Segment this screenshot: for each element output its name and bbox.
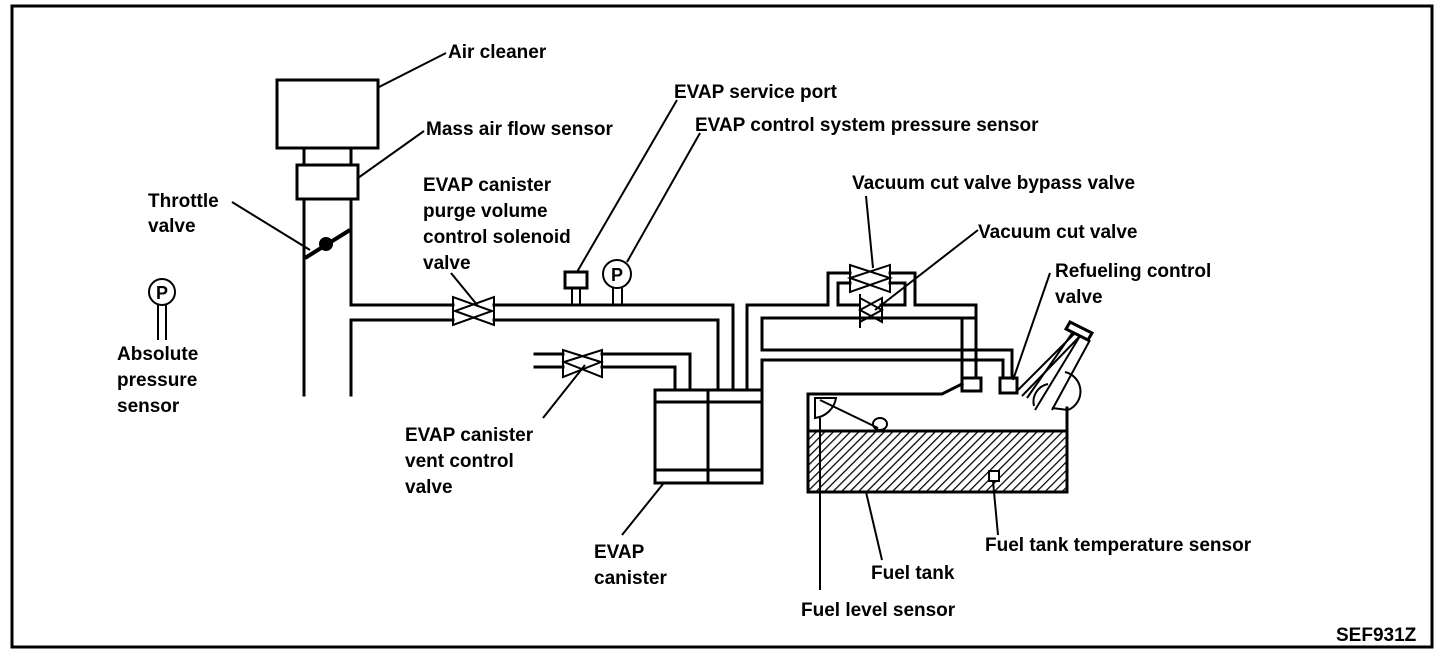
- label-absolute-pressure-3: sensor: [117, 396, 180, 417]
- throttle-valve-icon: [303, 228, 352, 260]
- label-throttle-valve-2: valve: [148, 216, 196, 237]
- filler-neck-icon: [1017, 320, 1095, 412]
- label-throttle-valve-1: Throttle: [148, 191, 219, 212]
- vacuum-valve-port: [960, 376, 983, 393]
- label-evap-canister-2: canister: [594, 568, 667, 589]
- pressure-symbol: P: [156, 283, 168, 303]
- fuel-level-sensor-icon: [814, 397, 888, 590]
- label-refueling-control-1: Refueling control: [1055, 261, 1211, 282]
- absolute-pressure-sensor-icon: P: [148, 278, 176, 340]
- air-cleaner-box: [275, 78, 380, 150]
- label-evap-pressure-sensor: EVAP control system pressure sensor: [695, 115, 1039, 136]
- evap-pressure-sensor-icon: P: [602, 259, 632, 305]
- label-fuel-tank-temp-sensor: Fuel tank temperature sensor: [985, 535, 1252, 556]
- vacuum-cut-bypass-valve-icon: [846, 263, 894, 294]
- fuel-tank-temperature-sensor-icon: [988, 470, 1000, 482]
- vacuum-cut-valve-icon: [857, 294, 885, 328]
- label-fuel-level-sensor: Fuel level sensor: [801, 600, 956, 621]
- label-mass-air-flow-sensor: Mass air flow sensor: [426, 119, 614, 140]
- label-purge-valve-4: valve: [423, 253, 471, 274]
- label-purge-valve-3: control solenoid: [423, 227, 571, 248]
- mass-air-flow-sensor-box: [295, 163, 360, 201]
- label-purge-valve-1: EVAP canister: [423, 175, 552, 196]
- label-absolute-pressure-2: pressure: [117, 370, 197, 391]
- evap-canister-box: [653, 388, 764, 485]
- label-vent-control-3: valve: [405, 477, 453, 498]
- fuel-level-hatch: [806, 429, 1069, 494]
- label-vacuum-cut-bypass: Vacuum cut valve bypass valve: [852, 173, 1135, 194]
- fuel-tank: [806, 381, 1069, 494]
- label-evap-service-port: EVAP service port: [674, 82, 838, 103]
- figure-frame: [10, 4, 1434, 649]
- evap-service-port-icon: [563, 270, 589, 305]
- label-refueling-control-2: valve: [1055, 287, 1103, 308]
- leader-lines: [231, 52, 1051, 561]
- label-purge-valve-2: purge volume: [423, 201, 548, 222]
- vent-control-valve-icon: [561, 348, 604, 379]
- label-air-cleaner: Air cleaner: [448, 42, 547, 63]
- label-vent-control-2: vent control: [405, 451, 514, 472]
- purge-volume-control-valve-icon: [452, 295, 495, 327]
- figure-code: SEF931Z: [1336, 625, 1417, 646]
- label-evap-canister-1: EVAP: [594, 542, 645, 563]
- label-vent-control-1: EVAP canister: [405, 425, 534, 446]
- refueling-control-valve-box: [998, 376, 1019, 395]
- label-absolute-pressure-1: Absolute: [117, 344, 198, 365]
- label-fuel-tank: Fuel tank: [871, 563, 955, 584]
- label-vacuum-cut-valve: Vacuum cut valve: [978, 222, 1137, 243]
- pressure-symbol: P: [611, 265, 623, 285]
